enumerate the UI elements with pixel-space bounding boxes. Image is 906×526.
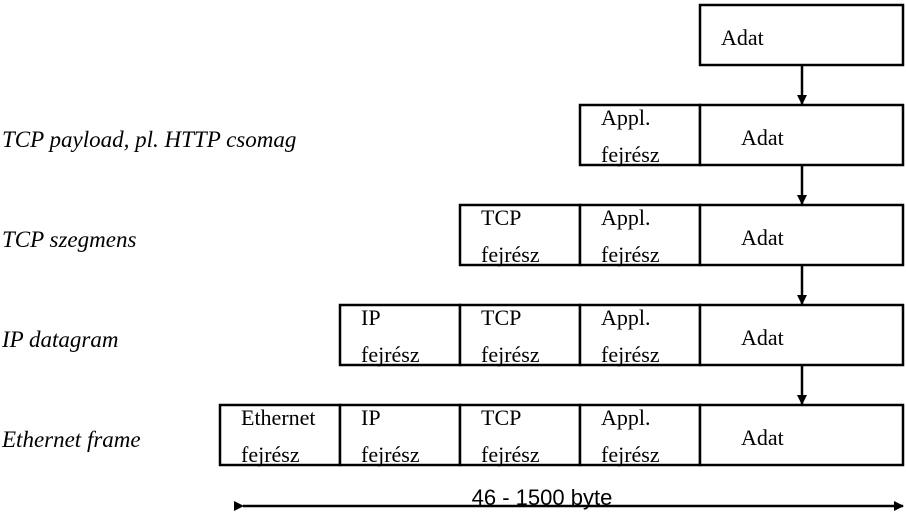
cell-box (578, 103, 702, 167)
row-label: TCP payload, pl. HTTP csomag (2, 127, 296, 152)
header-cell: Appl.fejrész (578, 103, 702, 167)
row-label: TCP szegmens (2, 227, 136, 252)
cell-box (218, 403, 342, 467)
cell-text: Appl.fejrész (601, 105, 660, 167)
size-range-label: 46 - 1500 byte (472, 485, 613, 510)
data-cell: Adat (698, 3, 905, 67)
cell-box (698, 403, 905, 467)
cell-text: Appl.fejrész (601, 305, 660, 367)
cell-box (578, 203, 702, 267)
cell-text: Adat (741, 325, 784, 350)
cell-text: Adat (721, 25, 764, 50)
row-label: Ethernet frame (1, 427, 141, 452)
data-cell: Adat (698, 303, 905, 367)
cell-box (698, 3, 905, 67)
cell-box (458, 403, 582, 467)
cell-text: Appl.fejrész (601, 205, 660, 267)
data-cell: Adat (698, 403, 905, 467)
cell-text: Adat (741, 125, 784, 150)
cell-box (698, 303, 905, 367)
cell-box (698, 203, 905, 267)
data-cell: Adat (698, 103, 905, 167)
row-label: IP datagram (1, 327, 119, 352)
header-cell: Appl.fejrész (578, 303, 702, 367)
data-cell: Adat (698, 203, 905, 267)
header-cell: Appl.fejrész (578, 203, 702, 267)
header-cell: Appl.fejrész (578, 403, 702, 467)
row-1: TCP payload, pl. HTTP csomag Appl.fejrész… (2, 103, 905, 167)
cell-text: Adat (741, 425, 784, 450)
row-0: Adat (698, 3, 905, 67)
cell-box (338, 403, 462, 467)
cell-text: Adat (741, 225, 784, 250)
cell-box (698, 103, 905, 167)
cell-box (458, 303, 582, 367)
cell-text: Appl.fejrész (601, 405, 660, 467)
size-indicator: 46 - 1500 byte (234, 485, 904, 511)
